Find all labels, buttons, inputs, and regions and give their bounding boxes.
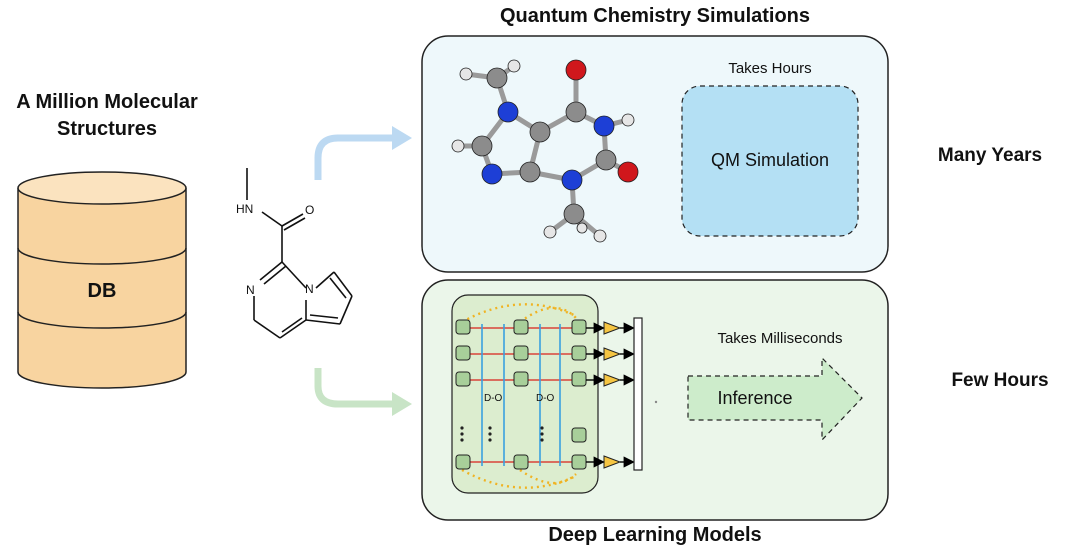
carbonyl-o-label: O xyxy=(305,203,315,217)
qm-duration: Many Years xyxy=(937,145,1043,166)
dl-time-note: Takes Milliseconds xyxy=(717,330,843,347)
qm-simulation-box xyxy=(681,85,859,237)
dropout-label-2: D-O xyxy=(536,393,555,404)
database-title-line2: Structures xyxy=(56,118,158,140)
arrow-to-dl-head xyxy=(392,392,412,416)
database-label: DB xyxy=(87,280,117,302)
network-links xyxy=(470,324,576,466)
skip-connections xyxy=(461,303,577,489)
molecule-3d-model xyxy=(451,59,639,243)
qm-time-note: Takes Hours xyxy=(728,60,812,77)
dropout-label-1: D-O xyxy=(484,393,503,404)
ring-n-label: N xyxy=(246,283,255,297)
inference-arrow xyxy=(687,356,863,442)
arrow-to-dl xyxy=(314,368,392,408)
bridge-n-label: N xyxy=(305,282,314,296)
arrow-to-qm-head xyxy=(392,126,412,150)
dl-duration: Few Hours xyxy=(951,370,1049,391)
ellipsis-dots xyxy=(460,426,544,442)
qm-simulation-label: QM Simulation xyxy=(710,150,830,170)
arrow-to-qm xyxy=(314,134,392,180)
qm-panel-title: Quantum Chemistry Simulations xyxy=(499,5,811,27)
network-nodes xyxy=(455,319,587,470)
dl-panel-title: Deep Learning Models xyxy=(548,524,762,546)
inference-label: Inference xyxy=(717,388,793,408)
network-outputs xyxy=(586,317,658,471)
network-frame xyxy=(451,294,599,494)
database-cylinder xyxy=(17,171,187,389)
output-bar xyxy=(633,317,643,471)
amide-nh-label: HN xyxy=(236,202,254,216)
database-title-line1: A Million Molecular xyxy=(16,91,198,113)
molecule-2d-structure xyxy=(246,168,353,339)
